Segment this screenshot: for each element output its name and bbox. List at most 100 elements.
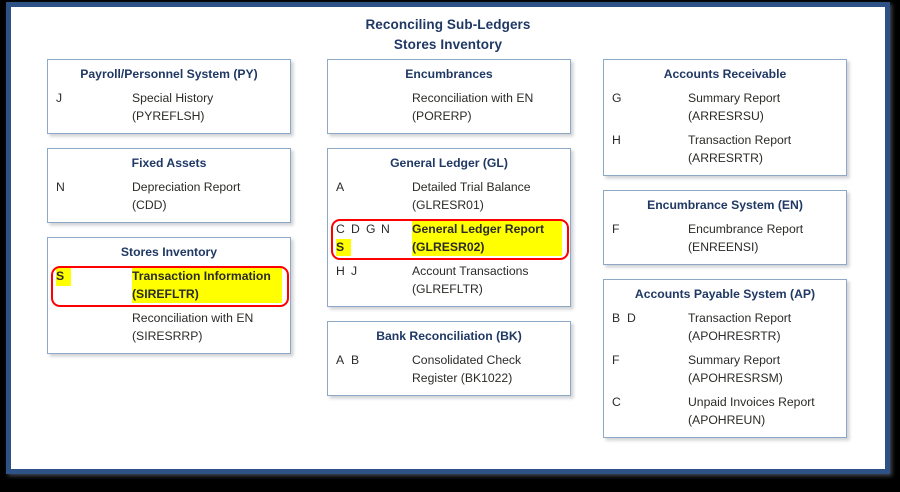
code-letter: G bbox=[366, 222, 376, 236]
code-line bbox=[56, 310, 132, 328]
box-title: Fixed Assets bbox=[131, 156, 207, 170]
code-letter: H bbox=[336, 264, 345, 278]
entry-codes bbox=[56, 310, 132, 328]
entry-description: General Ledger Report (GLRESR02) bbox=[412, 221, 562, 256]
entry-description: Reconciliation with EN (PORERP) bbox=[412, 91, 534, 123]
entry-description: Transaction Report (ARRESRTR) bbox=[688, 133, 792, 165]
box-encumbrances: Encumbrances Reconciliation with EN (POR… bbox=[327, 59, 571, 134]
column-middle: Encumbrances Reconciliation with EN (POR… bbox=[327, 59, 571, 410]
box-title: Bank Reconciliation (BK) bbox=[376, 329, 522, 343]
code-letter: B bbox=[351, 353, 360, 367]
code-letter: F bbox=[612, 353, 620, 367]
code-letter: N bbox=[56, 180, 65, 194]
code-line: S bbox=[336, 238, 412, 256]
code-line: F bbox=[612, 352, 688, 370]
entry-codes: A bbox=[336, 179, 412, 197]
entry-description: Transaction Information (SIREFLTR) bbox=[132, 268, 282, 303]
entry-description: Depreciation Report (CDD) bbox=[132, 180, 241, 212]
box-title: Accounts Payable System (AP) bbox=[634, 287, 816, 301]
page-title: Reconciling Sub-Ledgers Stores Inventory bbox=[11, 15, 885, 55]
entry-codes bbox=[336, 90, 412, 108]
entry-description: Summary Report (APOHRESRSM) bbox=[688, 353, 783, 385]
code-letter: D bbox=[627, 311, 636, 325]
box-title: General Ledger (GL) bbox=[390, 156, 508, 170]
code-letter: H bbox=[612, 133, 621, 147]
code-letter: C bbox=[336, 222, 345, 236]
entry-description: Encumbrance Report (ENREENSI) bbox=[688, 222, 804, 254]
code-letter: C bbox=[612, 395, 621, 409]
title-line-1: Reconciling Sub-Ledgers bbox=[365, 17, 531, 32]
code-line: H bbox=[612, 132, 688, 150]
code-letter: S bbox=[56, 268, 71, 286]
code-letter: B bbox=[612, 311, 621, 325]
entry-codes: S bbox=[56, 268, 132, 286]
entry-description: Reconciliation with EN (SIRESRRP) bbox=[132, 311, 254, 343]
code-letter: D bbox=[351, 222, 360, 236]
code-line bbox=[336, 90, 412, 108]
entry-row-highlighted: S Transaction Information (SIREFLTR) bbox=[56, 268, 282, 303]
code-letter: F bbox=[612, 222, 620, 236]
entry-row: N Depreciation Report (CDD) bbox=[56, 179, 282, 214]
title-line-2: Stores Inventory bbox=[393, 37, 503, 52]
box-general-ledger: General Ledger (GL) A Detailed Trial Balan… bbox=[327, 148, 571, 307]
entry-description: Transaction Report (APOHRESRTR) bbox=[688, 311, 792, 343]
entry-row: F Encumbrance Report (ENREENSI) bbox=[612, 221, 838, 256]
code-letter: N bbox=[381, 222, 390, 236]
entry-description: Consolidated Check Register (BK1022) bbox=[412, 353, 522, 385]
diagram-canvas: Reconciling Sub-Ledgers Stores Inventory… bbox=[11, 7, 885, 469]
entry-codes: F bbox=[612, 352, 688, 370]
code-line: G bbox=[612, 90, 688, 108]
code-letter: J bbox=[56, 91, 63, 105]
entry-description: Account Transactions (GLREFLTR) bbox=[412, 264, 529, 296]
code-letter: S bbox=[336, 238, 351, 256]
box-title: Stores Inventory bbox=[120, 245, 218, 259]
code-letter: G bbox=[612, 91, 622, 105]
entry-row: F Summary Report (APOHRESRSM) bbox=[612, 352, 838, 387]
code-line: A bbox=[336, 179, 412, 197]
entry-codes: J bbox=[56, 90, 132, 108]
diagram-frame: Reconciling Sub-Ledgers Stores Inventory… bbox=[6, 2, 890, 474]
entry-row: Reconciliation with EN (SIRESRRP) bbox=[56, 310, 282, 345]
code-line: F bbox=[612, 221, 688, 239]
code-line: J bbox=[56, 90, 132, 108]
code-letter: A bbox=[336, 180, 345, 194]
entry-description: Summary Report (ARRESRSU) bbox=[688, 91, 781, 123]
code-line: N bbox=[56, 179, 132, 197]
entry-codes: C bbox=[612, 394, 688, 412]
box-title: Accounts Receivable bbox=[663, 67, 787, 81]
code-line: S bbox=[56, 268, 132, 286]
entry-row: G Summary Report (ARRESRSU) bbox=[612, 90, 838, 125]
entry-row: A Detailed Trial Balance (GLRESR01) bbox=[336, 179, 562, 214]
entry-codes: F bbox=[612, 221, 688, 239]
box-title: Encumbrances bbox=[405, 67, 493, 81]
entry-codes: G bbox=[612, 90, 688, 108]
entry-codes: N bbox=[56, 179, 132, 197]
entry-description: Detailed Trial Balance (GLRESR01) bbox=[412, 180, 531, 212]
entry-row: H Transaction Report (ARRESRTR) bbox=[612, 132, 838, 167]
code-letter: A bbox=[336, 353, 345, 367]
entry-codes: H bbox=[612, 132, 688, 150]
entry-row: Reconciliation with EN (PORERP) bbox=[336, 90, 562, 125]
box-title: Payroll/Personnel System (PY) bbox=[80, 67, 258, 81]
